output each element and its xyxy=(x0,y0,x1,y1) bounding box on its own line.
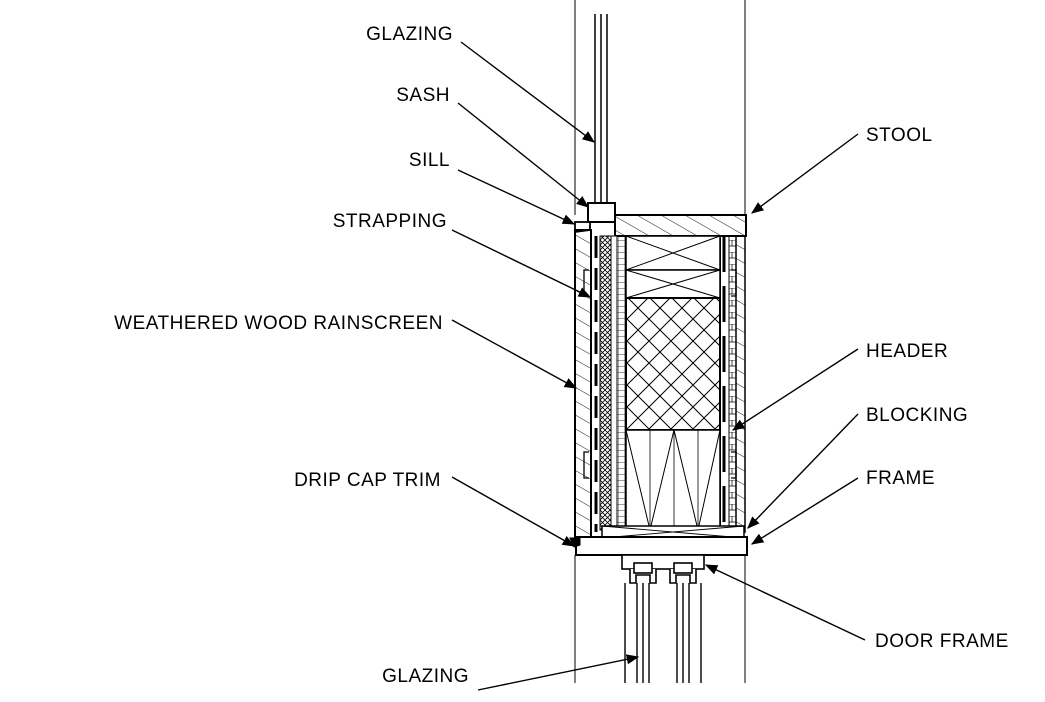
frame xyxy=(575,536,748,556)
leader-rainscreen xyxy=(451,319,578,389)
label-blocking: BLOCKING xyxy=(866,405,968,426)
label-frame: FRAME xyxy=(866,468,935,489)
framing-core xyxy=(625,235,721,531)
sash xyxy=(587,202,616,223)
label-strapping: STRAPPING xyxy=(333,211,447,232)
interior-finish-layer xyxy=(728,235,737,533)
rainscreen-cladding xyxy=(574,229,592,539)
leader-sash xyxy=(457,102,589,208)
header xyxy=(625,297,721,431)
leader-blocking xyxy=(747,413,859,529)
label-sill: SILL xyxy=(409,150,450,171)
blocking xyxy=(625,429,721,531)
door-frame xyxy=(621,554,705,584)
leader-header xyxy=(731,348,859,431)
label-glazing-top: GLAZING xyxy=(366,24,453,45)
label-weathered-wood-rainscreen: WEATHERED WOOD RAINSCREEN xyxy=(114,313,443,334)
leader-glazing-top xyxy=(460,41,596,143)
leader-glazing-bottom xyxy=(477,654,640,691)
leader-strapping xyxy=(451,229,592,298)
drip-cap-trim xyxy=(569,537,581,548)
sheathing-mesh xyxy=(599,235,612,531)
label-drip-cap-trim: DRIP CAP TRIM xyxy=(294,470,441,491)
stool xyxy=(614,214,747,237)
label-sash: SASH xyxy=(396,85,450,106)
label-door-frame: DOOR FRAME xyxy=(875,631,1009,652)
upper-glazing xyxy=(594,14,608,203)
leader-sill xyxy=(457,169,576,225)
leader-door-frame xyxy=(704,564,866,641)
leader-drip-cap xyxy=(451,476,576,547)
leader-frame xyxy=(750,477,859,545)
label-glazing-bottom: GLAZING xyxy=(382,666,469,687)
label-stool: STOOL xyxy=(866,125,933,146)
interior-board xyxy=(735,235,746,533)
leader-stool xyxy=(750,133,859,214)
lower-glazing xyxy=(624,583,702,683)
label-header: HEADER xyxy=(866,341,948,362)
insulation-board xyxy=(616,235,627,531)
